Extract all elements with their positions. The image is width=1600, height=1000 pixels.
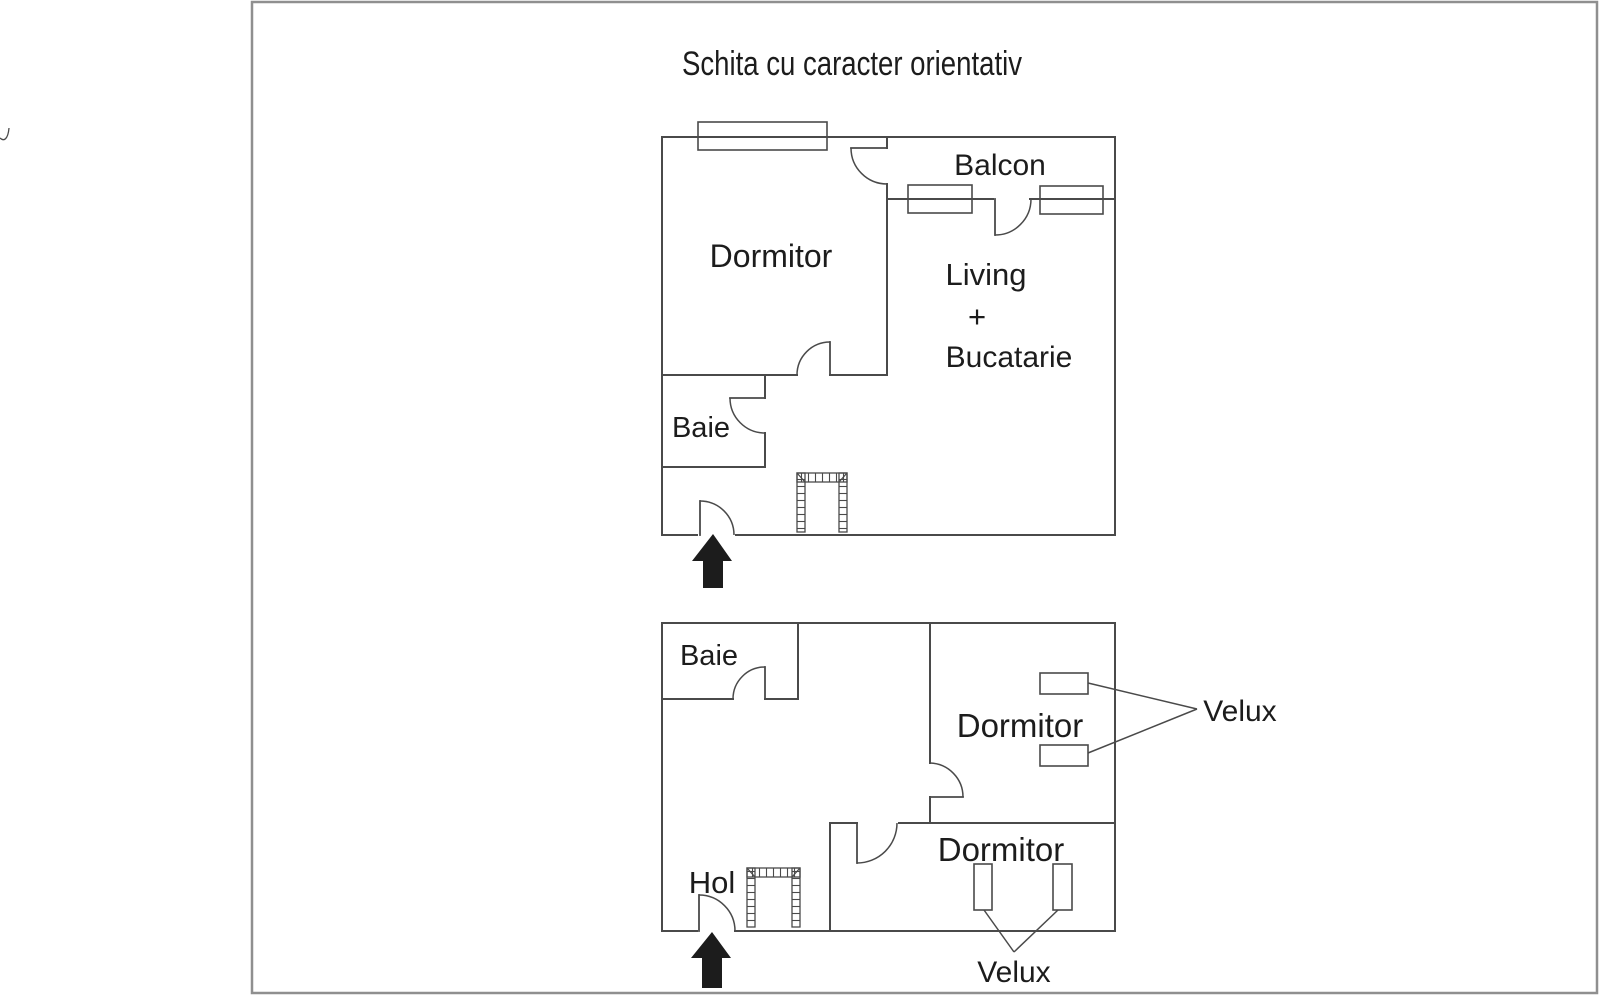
entrance-arrow-icon xyxy=(691,932,731,988)
door-swings-lower xyxy=(698,666,964,932)
room-label-dormitor-upper: Dormitor xyxy=(710,238,833,274)
room-label-balcon: Balcon xyxy=(954,149,1046,182)
room-label-baie-upper: Baie xyxy=(672,412,730,444)
velux-window xyxy=(973,863,993,911)
entrance-arrow-icon xyxy=(692,534,732,588)
floor-plan-upper: Dormitor Balcon Living + Bucatarie Baie xyxy=(661,121,1116,588)
room-label-dormitor-attic-top: Dormitor xyxy=(957,707,1084,744)
chimney-hatch-symbol-upper xyxy=(796,472,848,533)
velux-label-bottom: Velux xyxy=(977,956,1050,989)
room-label-living-plus: + xyxy=(968,299,986,334)
door-swings-upper xyxy=(699,147,1032,536)
floor-plan-lower: Baie Dormitor Dormitor Hol Velux Velux xyxy=(661,622,1277,989)
chimney-hatch-symbol-lower xyxy=(746,867,801,928)
velux-window xyxy=(1039,672,1089,695)
room-label-dormitor-attic-bottom: Dormitor xyxy=(938,831,1065,868)
velux-windows xyxy=(973,672,1198,953)
velux-label-right: Velux xyxy=(1203,695,1276,728)
velux-leader-line xyxy=(1013,909,1059,953)
window xyxy=(697,121,828,151)
velux-window xyxy=(1052,863,1073,911)
velux-leader-line xyxy=(1087,682,1198,710)
sheet-border xyxy=(250,0,1599,995)
window xyxy=(907,184,973,214)
room-label-bucatarie: Bucatarie xyxy=(946,341,1073,374)
walls-lower xyxy=(661,622,1116,932)
windows-upper xyxy=(697,121,1104,215)
page-title: Schita cu caracter orientativ xyxy=(682,45,1022,83)
walls-upper xyxy=(661,136,1116,536)
room-label-baie-lower: Baie xyxy=(680,640,738,672)
window xyxy=(1039,185,1104,215)
velux-window xyxy=(1039,744,1089,767)
room-label-hol: Hol xyxy=(689,865,736,900)
velux-leader-line xyxy=(983,909,1015,953)
velux-leader-line xyxy=(1087,708,1198,754)
room-label-living: Living xyxy=(946,257,1027,292)
stray-mark xyxy=(0,127,10,141)
